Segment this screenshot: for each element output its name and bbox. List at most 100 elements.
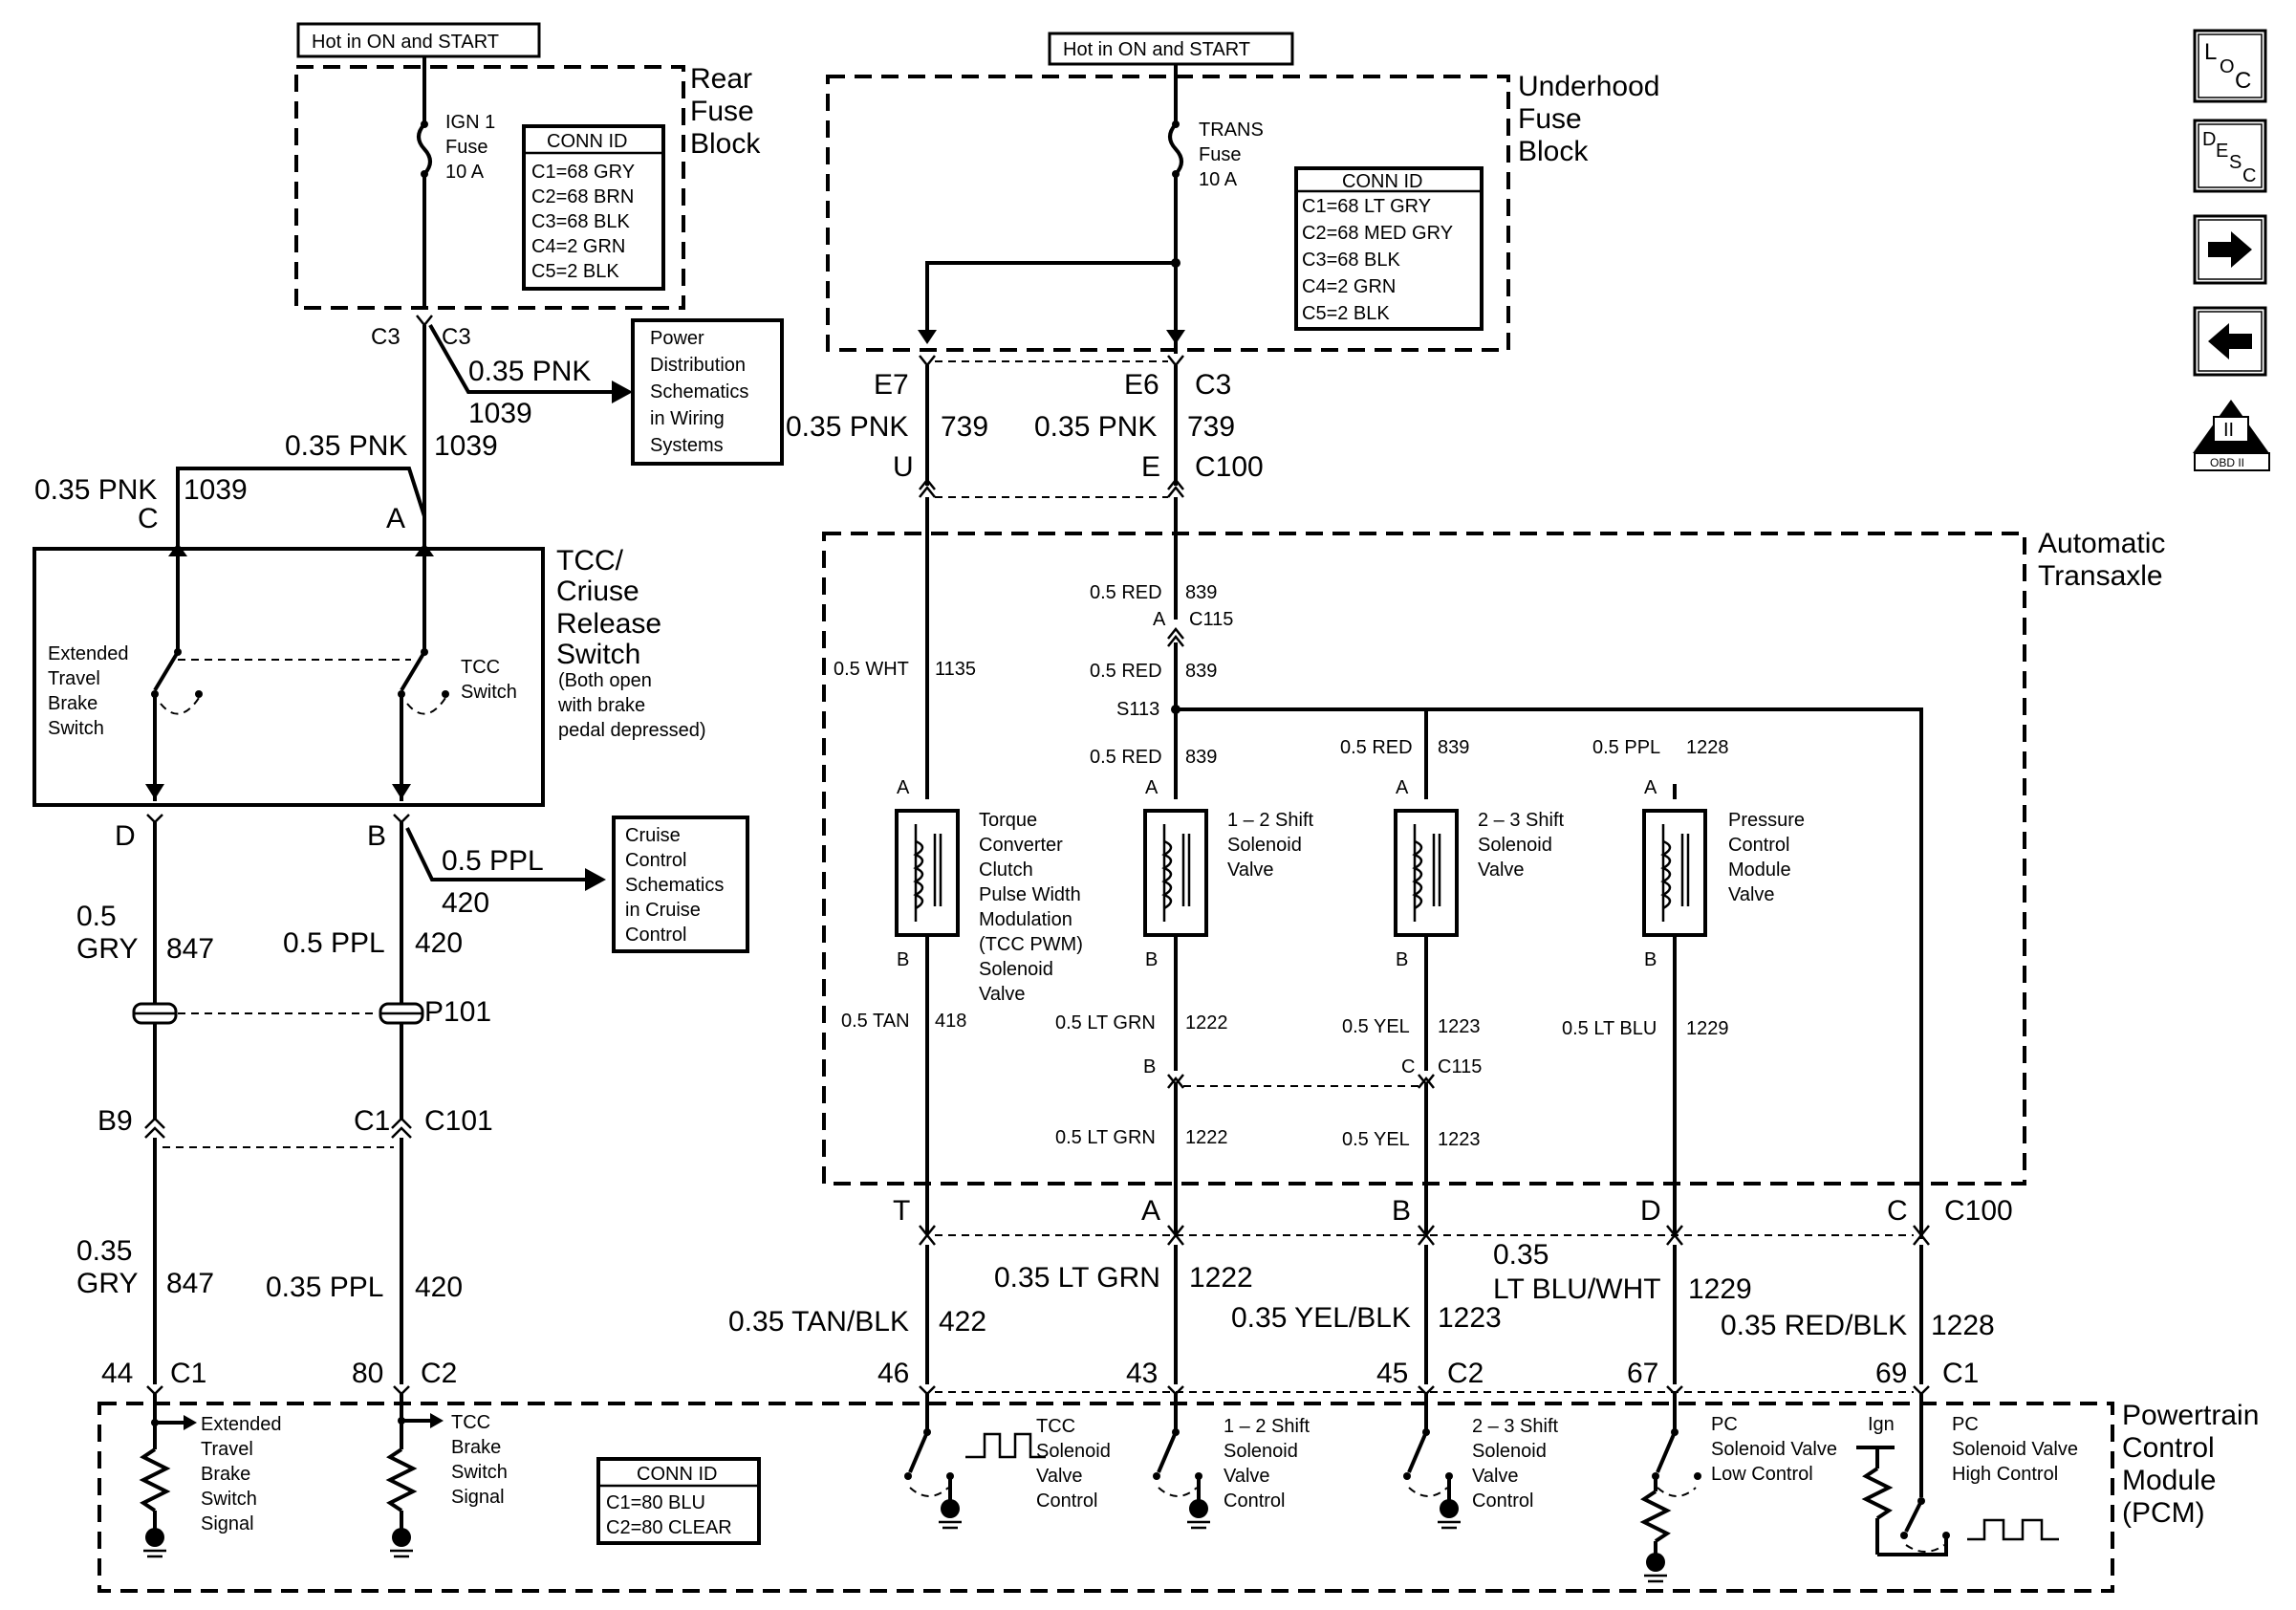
pcm-pin-45: 45	[1376, 1358, 1408, 1389]
shift-2-3-driver-switch-icon	[1403, 1394, 1461, 1530]
ref-text: Cruise	[625, 825, 681, 846]
underhood-conn-id-row: C5=2 BLK	[1302, 303, 1390, 324]
pcm-c1-label: C1	[170, 1358, 206, 1389]
yelblk-wire-label: 0.35 YEL/BLK	[1231, 1302, 1411, 1334]
cruise-control-ref-box[interactable]	[612, 816, 749, 953]
pcm-pin-67: 67	[1627, 1358, 1658, 1389]
rear-conn-id-title: CONN ID	[547, 131, 627, 152]
ext-signal-label: Brake	[201, 1464, 250, 1485]
ltblu-wire-label: 0.5 LT BLU	[1562, 1018, 1657, 1039]
ppl-pcm-circuit-label: 420	[415, 1272, 463, 1303]
tcc-driver-switch-icon	[904, 1394, 962, 1530]
c100-pin-a: A	[1141, 1195, 1160, 1227]
next-arrow-icon[interactable]	[2193, 214, 2267, 285]
trans-fuse-label: Fuse	[1199, 144, 1241, 165]
tcc-ctrl-label: Solenoid	[1036, 1441, 1111, 1462]
pin-c-label: C	[138, 503, 159, 534]
pnk-top-wire-label: 0.35 PNK	[285, 430, 407, 462]
resistor-icon	[139, 1447, 171, 1512]
pin-d-label: D	[115, 820, 136, 852]
underhood-conn-id-row: C2=68 MED GRY	[1302, 223, 1453, 244]
e-label: E	[1141, 451, 1160, 483]
c115-pin-a-label: A	[1153, 609, 1166, 630]
switch-title: Switch	[556, 639, 640, 670]
red-d-circuit-label: 839	[1438, 737, 1469, 758]
pnk-e7-circuit-label: 739	[941, 411, 988, 443]
s23-ctrl-label: Valve	[1472, 1466, 1519, 1487]
loc-letter: O	[2220, 56, 2235, 77]
tanblk-wire-label: 0.35 TAN/BLK	[728, 1306, 909, 1338]
ppl-branch-wire-label: 0.5 PPL	[442, 845, 544, 877]
pcm-title: Powertrain	[2122, 1400, 2259, 1431]
underhood-title: Fuse	[1518, 103, 1582, 135]
sol-pin-b: B	[1145, 949, 1158, 970]
ref-text: Schematics	[650, 381, 748, 402]
power-distribution-ref-box[interactable]	[631, 318, 784, 466]
ign1-fuse-label-3: 10 A	[445, 162, 485, 183]
pc-low-label: Low Control	[1711, 1464, 1813, 1485]
loc-letter: C	[2235, 68, 2251, 94]
pcm-title: Module	[2122, 1465, 2216, 1496]
wht-circuit-label: 1135	[935, 659, 976, 680]
underhood-conn-id-row: C3=68 BLK	[1302, 250, 1401, 271]
pressure-control-label: Pressure	[1728, 810, 1805, 831]
c101-label: C101	[424, 1105, 493, 1137]
pnk-left-wire-label: 0.35 PNK	[34, 474, 157, 506]
c3-connector-icon	[416, 315, 433, 328]
loc-icon[interactable]: L O C	[2193, 29, 2267, 103]
ltblu-circuit-label: 1229	[1686, 1018, 1729, 1039]
c115-pin-c-label: C	[1401, 1056, 1415, 1077]
ppl-circuit-label: 420	[415, 927, 463, 959]
p101-label: P101	[424, 996, 491, 1028]
desc-icon[interactable]: D E S C	[2193, 119, 2267, 193]
c3-label-right: C3	[442, 324, 471, 350]
ref-text: Distribution	[650, 355, 746, 376]
tcc-pwm-label: Modulation	[979, 909, 1072, 930]
c1-label: C1	[354, 1105, 390, 1137]
gry-circuit-label: 847	[166, 933, 214, 965]
right-power-header: Hot in ON and START	[1063, 39, 1250, 60]
resistor-icon	[385, 1447, 418, 1512]
tcc-pwm-label: (TCC PWM)	[979, 934, 1083, 955]
c3-label-left: C3	[371, 324, 401, 350]
obd-ii-icon[interactable]: II OBD II	[2193, 400, 2270, 471]
ign-label: Ign	[1868, 1414, 1895, 1435]
desc-letter: S	[2229, 152, 2242, 173]
rear-conn-id-row: C3=68 BLK	[531, 211, 631, 232]
pcm-conn-id-row: C1=80 BLU	[606, 1492, 705, 1513]
trans-fuse-to-e7-wire	[925, 261, 1176, 340]
pnk-e7-wire-label: 0.35 PNK	[786, 411, 908, 443]
pcm-pin-44: 44	[101, 1358, 133, 1389]
rear-conn-id-row: C1=68 GRY	[531, 162, 635, 183]
ppl-wire-label: 0.5 PPL	[283, 927, 385, 959]
c100-pin-c: C	[1887, 1195, 1908, 1227]
rear-fuse-block-title-1: Rear	[690, 63, 752, 95]
red-b-circuit-label: 839	[1185, 661, 1217, 682]
tcc-switch-label: Switch	[461, 682, 517, 703]
left-power-header: Hot in ON and START	[312, 32, 499, 53]
ltgrn-pcm-wire-label: 0.35 LT GRN	[994, 1262, 1160, 1294]
s12-ctrl-label: Valve	[1224, 1466, 1270, 1487]
ext-brake-switch-blade	[153, 650, 180, 692]
resistor-icon	[1861, 1467, 1894, 1520]
sol-pin-b: B	[1644, 949, 1657, 970]
prev-arrow-icon[interactable]	[2193, 306, 2267, 377]
ltbluwht-circuit-label: 1229	[1688, 1273, 1752, 1305]
underhood-fuse-block-outline	[826, 75, 1510, 352]
ref-text: Control	[625, 850, 686, 871]
tcc-pwm-label: Pulse Width	[979, 884, 1081, 905]
c3-underhood-label: C3	[1195, 369, 1231, 401]
s12-ctrl-label: Solenoid	[1224, 1441, 1298, 1462]
c100-pin-t: T	[893, 1195, 910, 1227]
gry-wire-label: GRY	[76, 933, 138, 965]
ext-signal-label: Travel	[201, 1439, 253, 1460]
pcm-conn-id-box	[596, 1457, 761, 1545]
underhood-conn-id-row: C1=68 LT GRY	[1302, 196, 1431, 217]
tcc-ctrl-label: Valve	[1036, 1466, 1083, 1487]
ppl-1228-wire	[1176, 707, 1923, 1239]
pcm-pin-43: 43	[1126, 1358, 1158, 1389]
sol-pin-a: A	[1396, 777, 1409, 798]
trans-fuse-label: TRANS	[1199, 120, 1264, 141]
pwm-waveform-icon	[965, 1432, 1046, 1459]
